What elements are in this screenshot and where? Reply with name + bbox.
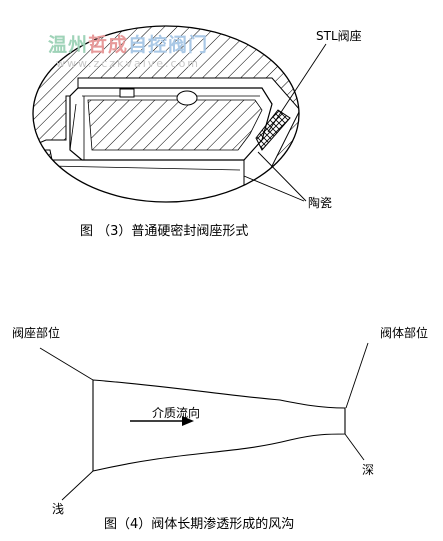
- deep-leader: [344, 433, 365, 461]
- shallow-label: 浅: [52, 502, 65, 516]
- stl-seat-label: STL阀座: [316, 29, 362, 43]
- stl-seat-leader: [267, 43, 327, 133]
- seat-part-label: 阀座部位: [12, 326, 61, 340]
- seat-part-leader: [39, 347, 94, 381]
- ceramic-layer: [255, 109, 291, 151]
- figure3-caption: 图 （3）普通硬密封阀座形式: [80, 224, 249, 239]
- ceramic-leader-2: [243, 175, 305, 202]
- flow-arrow-head: [182, 416, 194, 426]
- watermark-brand: 温州哲成自控阀门: [48, 30, 208, 57]
- watermark-brand-part1: 温州: [48, 34, 89, 56]
- body-part-label: 阀体部位: [380, 326, 429, 340]
- detail-ellipse: [32, 25, 300, 203]
- channel-outline: [92, 379, 346, 472]
- watermark-brand-part2: 哲成: [88, 34, 129, 56]
- watermark-url: www.zczkvalve.com: [56, 57, 201, 70]
- right-body-section: [269, 109, 299, 202]
- deep-label: 深: [362, 463, 375, 477]
- ring-hatched-core: [87, 99, 263, 151]
- ceramic-label: 陶瓷: [308, 196, 333, 210]
- watermark-brand-part3: 自控阀门: [128, 34, 209, 56]
- figure4-channel-drawing: [39, 342, 369, 501]
- shallow-leader: [61, 470, 94, 501]
- figure3-seat-drawing: [32, 25, 327, 203]
- ceramic-leader-1: [257, 151, 307, 202]
- lower-left-section: [33, 149, 53, 171]
- figure4-caption: 图（4）阀体长期渗透形成的风沟: [104, 517, 295, 532]
- flow-direction-label: 介质流向: [152, 406, 201, 420]
- body-part-leader: [345, 342, 369, 409]
